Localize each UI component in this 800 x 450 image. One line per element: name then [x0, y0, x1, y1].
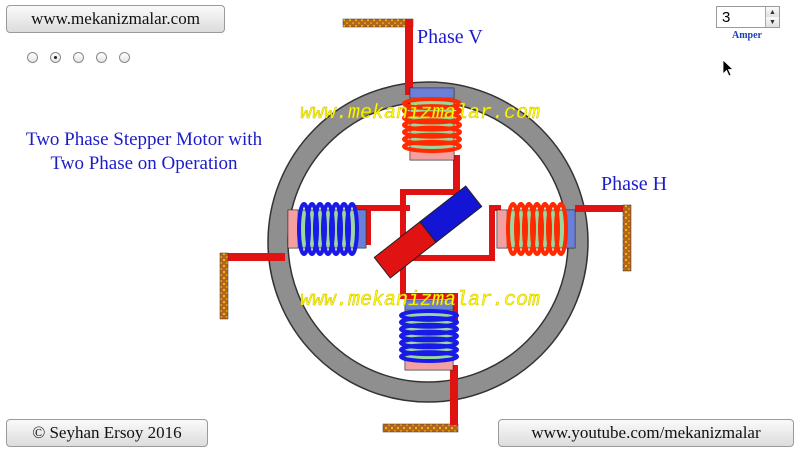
phase-v-top-terminal: [342, 18, 414, 95]
phase-h-label: Phase H: [601, 173, 668, 195]
copyright-button[interactable]: © Seyhan Ersoy 2016: [6, 419, 208, 447]
website-button[interactable]: www.mekanizmalar.com: [6, 5, 225, 33]
coil-right-active: [506, 202, 568, 256]
coil-turn: [402, 104, 462, 118]
watermark-top: www.mekanizmalar.com: [300, 102, 540, 125]
rotor-magnet: [373, 185, 483, 279]
current-unit-label: Amper: [732, 30, 762, 41]
mode-radio-1[interactable]: [27, 52, 38, 63]
coil-bottom-inactive: [399, 309, 459, 364]
mode-radio-5[interactable]: [119, 52, 130, 63]
coil-turn: [554, 202, 568, 256]
watermark-bottom: www.mekanizmalar.com: [300, 289, 540, 312]
mouse-cursor-icon: [722, 59, 734, 77]
page-title: Two Phase Stepper Motor with Two Phase o…: [0, 128, 288, 176]
title-line-1: Two Phase Stepper Motor with: [25, 129, 263, 150]
phase-h-left-terminal: [219, 252, 285, 320]
current-stepper[interactable]: ▲ ▼: [716, 6, 780, 28]
phase-h-right-terminal: [575, 204, 632, 272]
coil-top-active: [402, 97, 462, 154]
coil-turn: [399, 350, 459, 364]
youtube-button[interactable]: www.youtube.com/mekanizmalar: [498, 419, 794, 447]
coil-left-inactive: [297, 202, 359, 256]
mode-radio-3[interactable]: [73, 52, 84, 63]
phase-v-bottom-terminal: [382, 365, 459, 433]
title-line-2: Two Phase on Operation: [50, 153, 238, 174]
mode-radio-group: [27, 52, 130, 63]
phase-v-label: Phase V: [417, 26, 483, 48]
mode-radio-4[interactable]: [96, 52, 107, 63]
mode-radio-2[interactable]: [50, 52, 61, 63]
spin-down-icon[interactable]: ▼: [765, 17, 779, 27]
current-input[interactable]: [720, 8, 768, 27]
coil-turn: [402, 139, 462, 154]
coil-turn: [345, 202, 359, 256]
